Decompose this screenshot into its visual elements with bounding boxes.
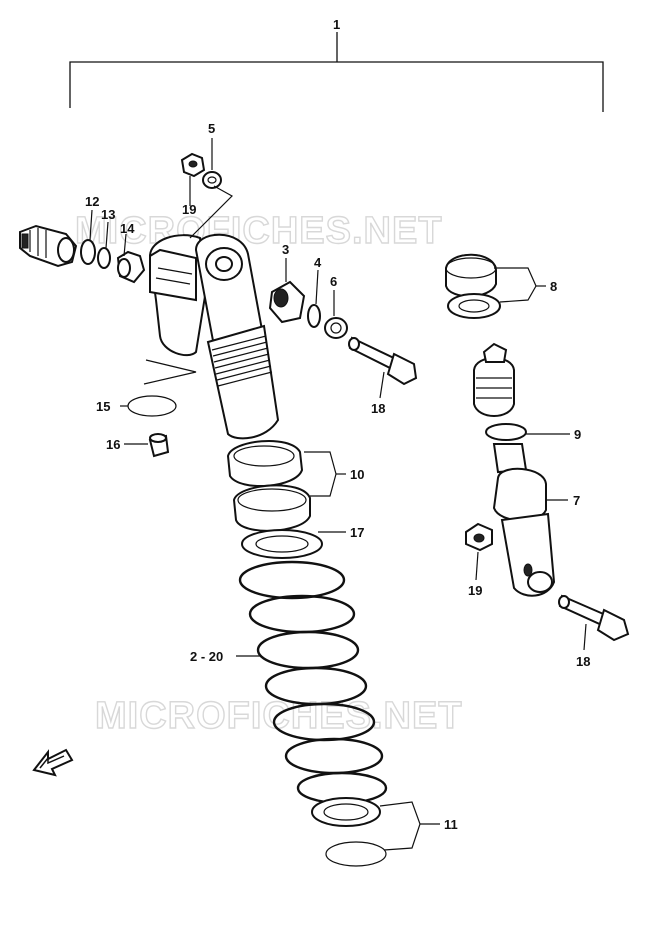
callout-2-20: 2 - 20 xyxy=(190,649,223,664)
spring-adjuster-nut-10 xyxy=(226,440,311,532)
damper-rod-lower-eye-7 xyxy=(473,342,556,597)
spring-seat-17 xyxy=(241,529,323,559)
nut-19-right xyxy=(465,522,493,552)
front-direction-arrow-icon xyxy=(32,748,74,777)
callout-11: 11 xyxy=(444,817,458,832)
o-ring-13 xyxy=(97,247,111,269)
circlip-15 xyxy=(127,395,177,417)
callout-8: 8 xyxy=(550,279,557,294)
coil-spring-2-20 xyxy=(238,560,388,805)
damper-cylinder xyxy=(206,324,280,440)
bushing-3 xyxy=(268,280,306,324)
callout-19-top: 19 xyxy=(182,202,196,217)
callout-16: 16 xyxy=(106,437,120,452)
lower-spring-seat-11 xyxy=(311,797,387,867)
callout-19-right: 19 xyxy=(468,583,482,598)
callout-9: 9 xyxy=(574,427,581,442)
callout-6: 6 xyxy=(330,274,337,289)
watermark-top: MICROFICHES.NET xyxy=(75,210,443,252)
shock-upper-mount-eye xyxy=(194,233,264,348)
bolt-18-upper xyxy=(348,336,418,386)
leader-15-body xyxy=(143,359,197,385)
callout-10: 10 xyxy=(350,467,364,482)
callout-18-upper: 18 xyxy=(371,401,385,416)
callout-13: 13 xyxy=(101,207,115,222)
shock-body-reservoir xyxy=(148,234,208,357)
callout-3: 3 xyxy=(282,242,289,257)
collar-4 xyxy=(307,304,321,328)
callout-18-lower: 18 xyxy=(576,654,590,669)
callout-labels: 1 2 - 20 3 4 5 6 7 8 9 10 11 12 13 14 15… xyxy=(85,17,590,832)
nut-19-top xyxy=(180,152,206,178)
spacer-14 xyxy=(116,250,146,284)
bolt-18-lower xyxy=(558,594,630,642)
callout-14: 14 xyxy=(120,221,135,236)
washer-5 xyxy=(202,171,222,189)
leader-lines xyxy=(89,138,587,851)
damper-adjuster-knob xyxy=(19,224,78,268)
callout-17: 17 xyxy=(350,525,364,540)
cap-16 xyxy=(148,433,170,458)
bump-stop-8 xyxy=(445,253,501,319)
callout-15: 15 xyxy=(96,399,110,414)
callout-12: 12 xyxy=(85,194,99,209)
o-ring-12 xyxy=(80,239,96,265)
leader-5-body xyxy=(189,185,233,239)
callout-1: 1 xyxy=(333,17,340,32)
callout-7: 7 xyxy=(573,493,580,508)
callout-5: 5 xyxy=(208,121,215,136)
assembly-bracket xyxy=(69,32,604,112)
callout-4: 4 xyxy=(314,255,322,270)
washer-6 xyxy=(324,317,348,339)
